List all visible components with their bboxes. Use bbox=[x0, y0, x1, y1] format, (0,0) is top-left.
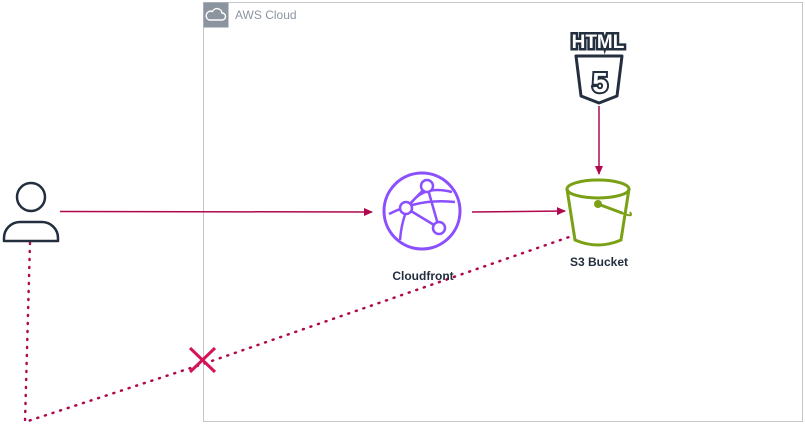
cloudfront-icon bbox=[382, 171, 462, 251]
s3-bucket-node[interactable]: S3 Bucket bbox=[565, 178, 632, 269]
html5-badge-text: HTML bbox=[572, 32, 625, 53]
s3-bucket-icon bbox=[565, 178, 632, 247]
connections bbox=[23, 106, 603, 424]
blocked-x-icon bbox=[188, 346, 217, 374]
connector-user-to-cloudfront[interactable] bbox=[59, 207, 373, 216]
html5-shield-digit: 5 bbox=[592, 67, 608, 98]
connector-user-to-s3-dotted[interactable] bbox=[23, 234, 574, 424]
user-node[interactable] bbox=[2, 181, 60, 243]
cloudfront-label: Cloudfront bbox=[392, 269, 453, 283]
connector-cloudfront-to-s3[interactable] bbox=[471, 207, 566, 216]
user-icon bbox=[2, 181, 60, 243]
html5-icon: HTML 5 bbox=[569, 30, 627, 105]
cloudfront-node[interactable]: Cloudfront bbox=[382, 171, 462, 283]
html5-node[interactable]: HTML 5 bbox=[569, 30, 627, 105]
s3-bucket-label: S3 Bucket bbox=[570, 255, 628, 269]
cloud-icon bbox=[203, 2, 229, 28]
aws-cloud-label: AWS Cloud bbox=[235, 8, 297, 22]
